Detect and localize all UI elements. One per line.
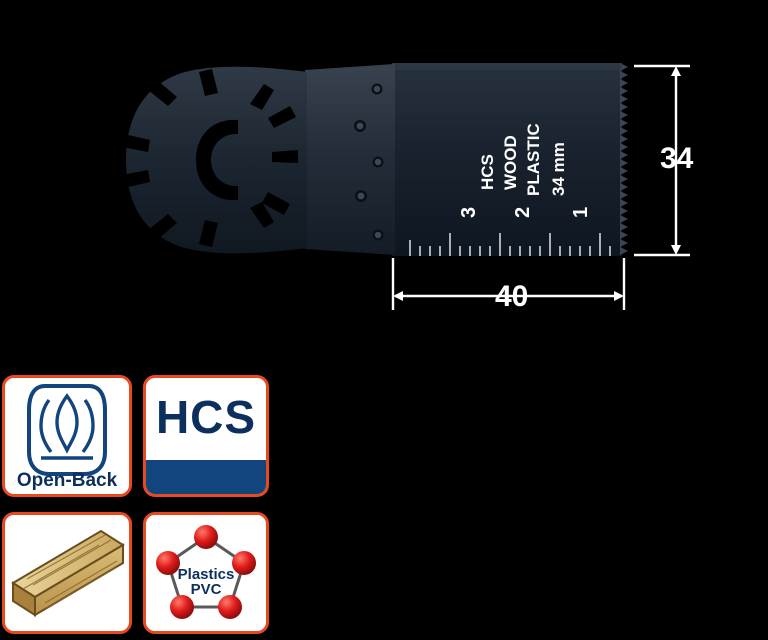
ruler-tick-1: 1 — [570, 206, 592, 218]
icon-card-hcs[interactable]: HCS — [143, 375, 269, 497]
product-illustration — [116, 63, 690, 310]
dimension-line-width — [391, 258, 626, 310]
blade-mounting-head — [116, 66, 307, 254]
dimension-width-label: 40 — [495, 280, 529, 313]
ruler-tick-3: 3 — [458, 206, 480, 218]
plastics-label-line1: Plastics — [177, 566, 235, 583]
dimension-line-height — [634, 64, 690, 257]
plastics-label-line2: PVC — [190, 581, 222, 598]
blade-marking-hcs: HCS — [478, 154, 497, 190]
ruler-tick-2: 2 — [512, 206, 534, 218]
blade-shank — [305, 64, 395, 255]
icon-card-plastics[interactable]: Plastics PVC — [143, 512, 269, 634]
open-back-blade-icon — [27, 384, 107, 476]
blade-marking-wood: WOOD — [501, 135, 520, 190]
open-back-caption: Open-Back — [16, 470, 118, 491]
blade-marking-size: 34 mm — [549, 142, 568, 196]
blade-teeth — [620, 63, 628, 255]
blade-marking-plastic: PLASTIC — [524, 123, 543, 196]
plastics-pvc-icon — [156, 525, 256, 619]
dimension-height-label: 34 — [660, 142, 694, 175]
wood-plank-icon — [11, 529, 125, 617]
blade-ruler-scale — [409, 233, 611, 256]
icon-card-open-back[interactable]: Open-Back — [2, 375, 132, 497]
icon-card-wood[interactable] — [2, 512, 132, 634]
blade-body — [392, 63, 628, 256]
hcs-color-bar — [146, 460, 266, 494]
plastics-label: Plastics PVC — [146, 567, 266, 597]
hcs-label: HCS — [155, 391, 257, 443]
